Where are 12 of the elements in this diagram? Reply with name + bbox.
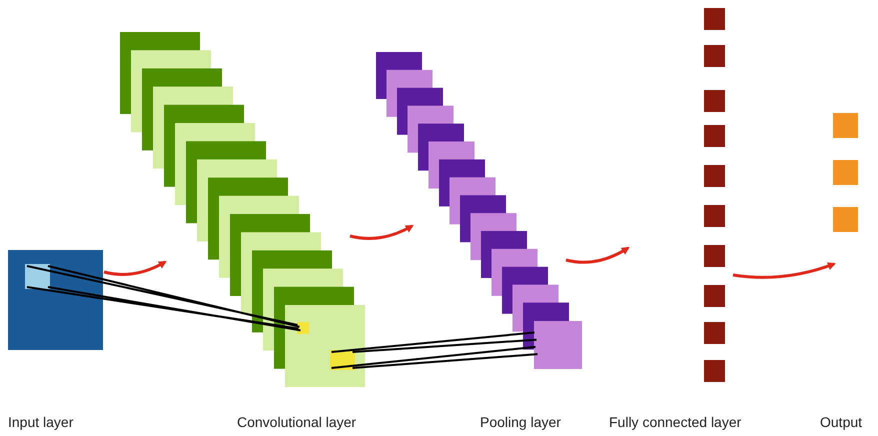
projection-lines (26, 265, 302, 332)
arrow (732, 262, 836, 279)
arrow (350, 224, 414, 240)
arrow (566, 246, 630, 264)
layer-label: Pooling layer (480, 414, 561, 430)
layer-label: Output (820, 414, 862, 430)
pooled-map (534, 320, 582, 368)
layer-label: Convolutional layer (237, 414, 356, 430)
projection-lines (330, 332, 538, 369)
arrow (104, 260, 167, 276)
layer-label: Fully connected layer (609, 414, 742, 430)
layer-label: Input layer (8, 414, 74, 430)
